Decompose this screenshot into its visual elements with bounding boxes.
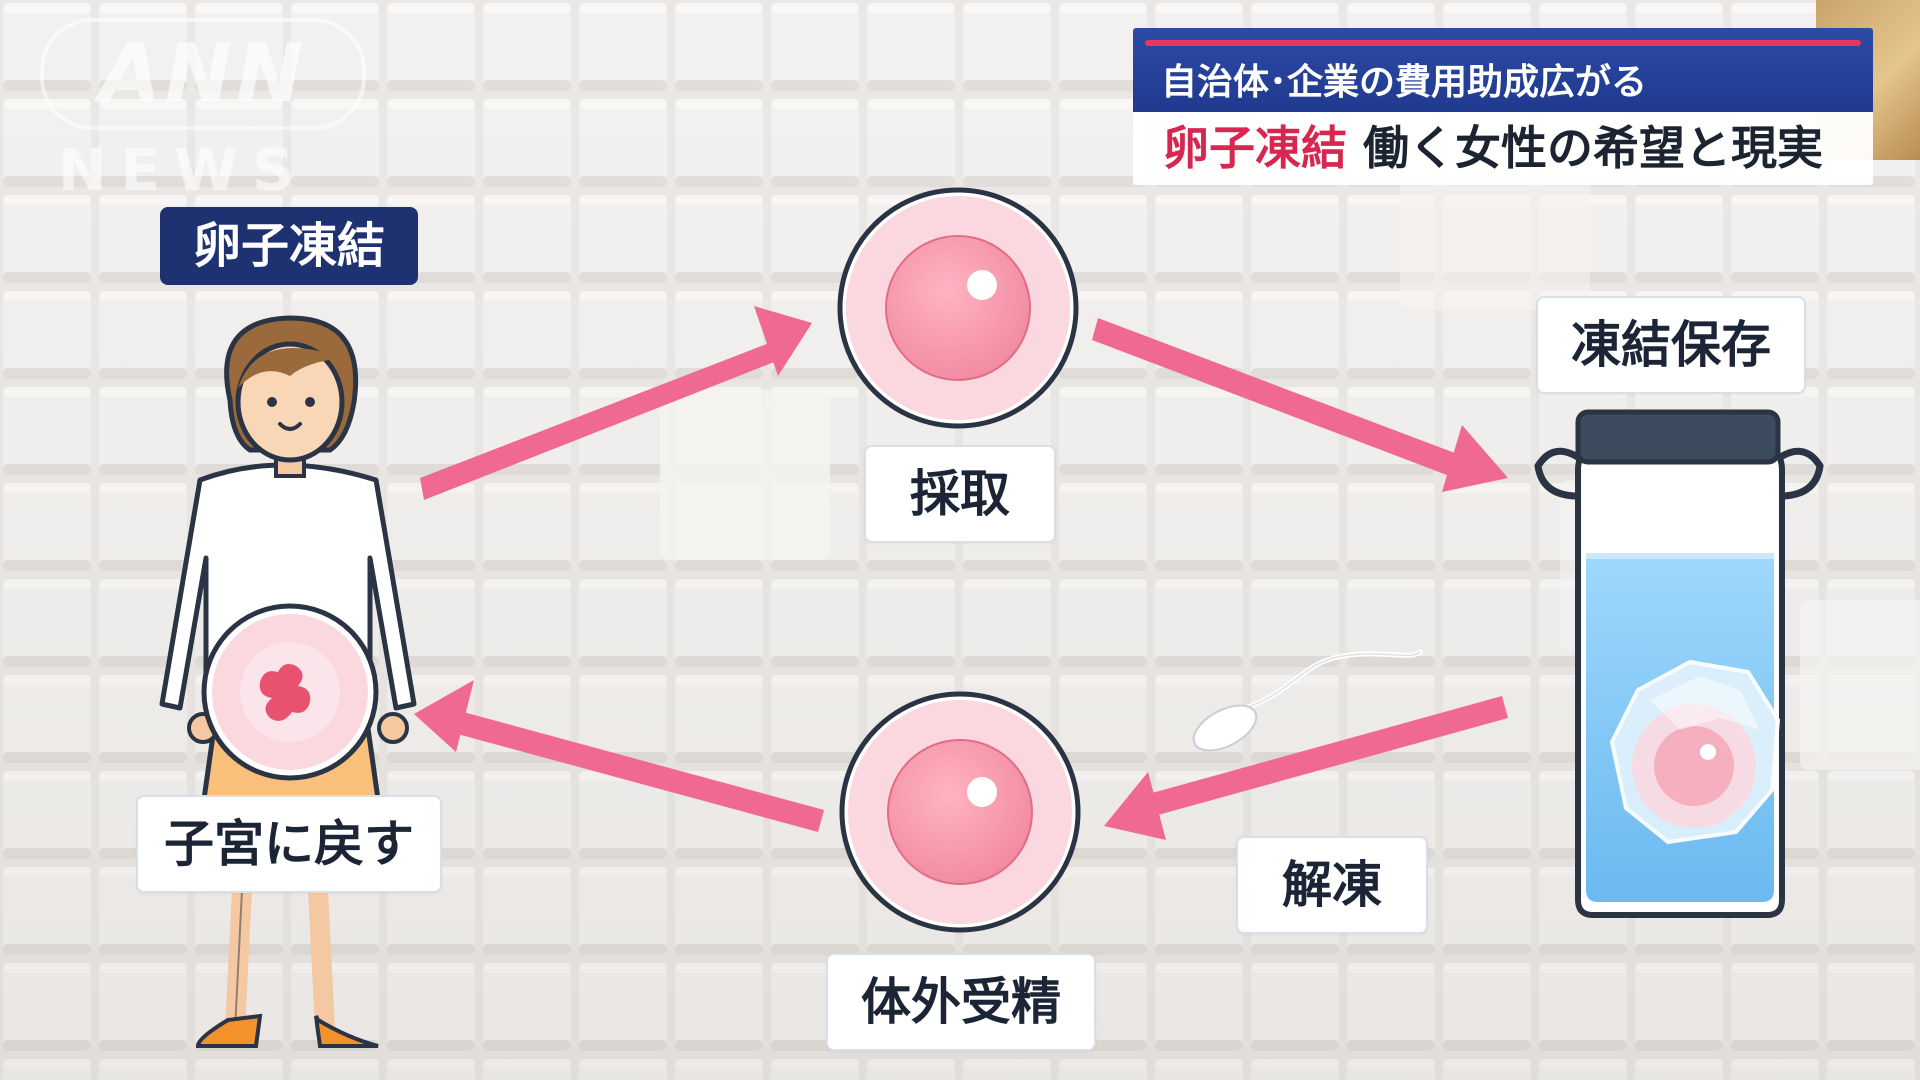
diagram-title-tag: 卵子凍結	[160, 207, 418, 285]
headline-title-rest: 働く女性の希望と現実	[1363, 121, 1824, 175]
headline-title: 卵子凍結 働く女性の希望と現実	[1163, 118, 1823, 178]
storage-tank-icon	[1534, 409, 1824, 918]
arrow-woman-to-collection	[420, 306, 812, 500]
step-label-collection: 採取	[864, 445, 1056, 543]
headline-red-line	[1145, 40, 1861, 46]
logo-ann-text: ANN	[40, 18, 366, 130]
logo-news-text: NEWS	[58, 136, 308, 204]
headline-bottom-bar: 卵子凍結 働く女性の希望と現実	[1133, 112, 1873, 185]
uterus-icon	[201, 603, 379, 781]
step-label-return: 子宮に戻す	[136, 795, 442, 893]
arrow-storage-to-ivf	[1104, 696, 1508, 840]
egg-cell-icon	[837, 187, 1079, 429]
frozen-egg-icon	[1609, 659, 1781, 845]
headline-top-bar: 自治体･企業の費用助成広がる	[1133, 28, 1873, 112]
headline-subtitle: 自治体･企業の費用助成広がる	[1161, 62, 1648, 103]
step-label-thawing: 解凍	[1236, 836, 1428, 934]
fertilized-egg-icon	[839, 691, 1081, 933]
sperm-icon	[1192, 649, 1423, 752]
ann-news-logo: ANN NEWS	[40, 18, 370, 208]
news-headline-banner: 自治体･企業の費用助成広がる 卵子凍結 働く女性の希望と現実	[1133, 28, 1873, 185]
arrow-collection-to-storage	[1092, 318, 1508, 492]
headline-title-accent: 卵子凍結	[1163, 121, 1347, 175]
step-label-storage: 凍結保存	[1536, 296, 1806, 394]
arrow-ivf-to-uterus	[414, 680, 824, 832]
step-label-ivf: 体外受精	[826, 953, 1096, 1051]
